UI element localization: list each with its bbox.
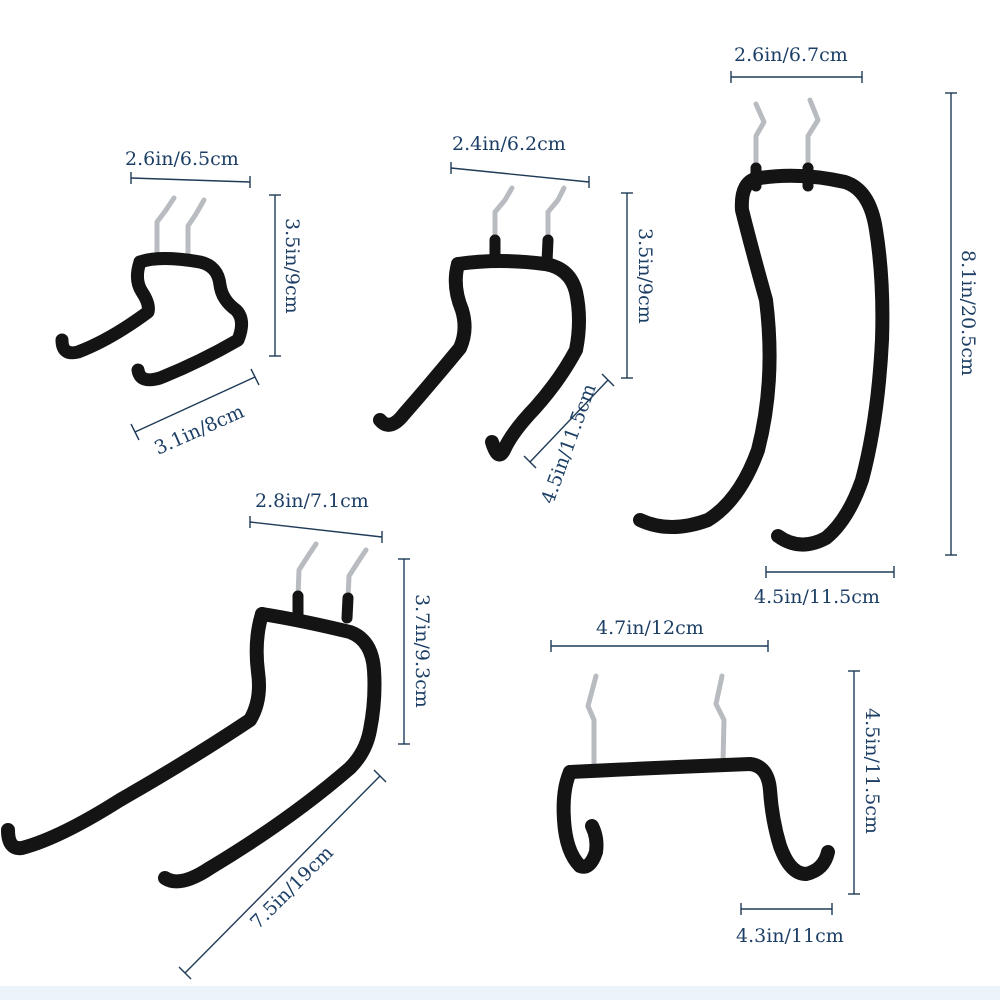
hook4-width-label: 2.8in/7.1cm [255,490,369,512]
tall-curved-hook [633,97,890,552]
small-double-hook [55,195,248,387]
hook1-height-label: 3.5in/9cm [281,218,303,314]
bottom-background-strip [0,986,1000,1000]
medium-double-hook [373,185,586,462]
hook2-width-label: 2.4in/6.2cm [452,133,566,155]
hook2-dimensions: 2.4in/6.2cm 3.5in/9cm 4.5in/11.5cm [450,133,656,507]
hook1-width-label: 2.6in/6.5cm [125,148,239,170]
hook5-depth-label: 4.3in/11cm [736,925,844,947]
hook1-metal-pins [154,195,207,259]
hook5-dimensions: 4.7in/12cm 4.5in/11.5cm 4.3in/11cm [550,617,883,947]
hook5-height-label: 4.5in/11.5cm [861,708,883,834]
wide-u-hook [556,673,835,881]
hook2-metal-pins [489,185,567,268]
hook3-depth-label: 4.5in/11.5cm [754,586,880,608]
long-double-hook [1,541,382,889]
hook3-height-label: 8.1in/20.5cm [957,250,979,376]
hook5-metal-pins [585,673,727,769]
hook4-body [1,607,382,889]
hook3-dimensions: 2.6in/6.7cm 8.1in/20.5cm 4.5in/11.5cm [730,44,979,608]
hook2-height-label: 3.5in/9cm [634,228,656,324]
hook5-width-label: 4.7in/12cm [596,617,704,639]
hook4-depth-label: 7.5in/19cm [246,842,338,934]
hook5-body [556,757,835,881]
hook4-height-label: 3.7in/9.3cm [411,594,433,708]
hook3-body [633,168,890,552]
hook1-depth-label: 3.1in/8cm [151,401,247,460]
hook3-width-label: 2.6in/6.7cm [734,44,848,66]
hook2-body [373,254,586,462]
hook1-body [55,252,248,387]
hook4-metal-pins [292,541,369,624]
